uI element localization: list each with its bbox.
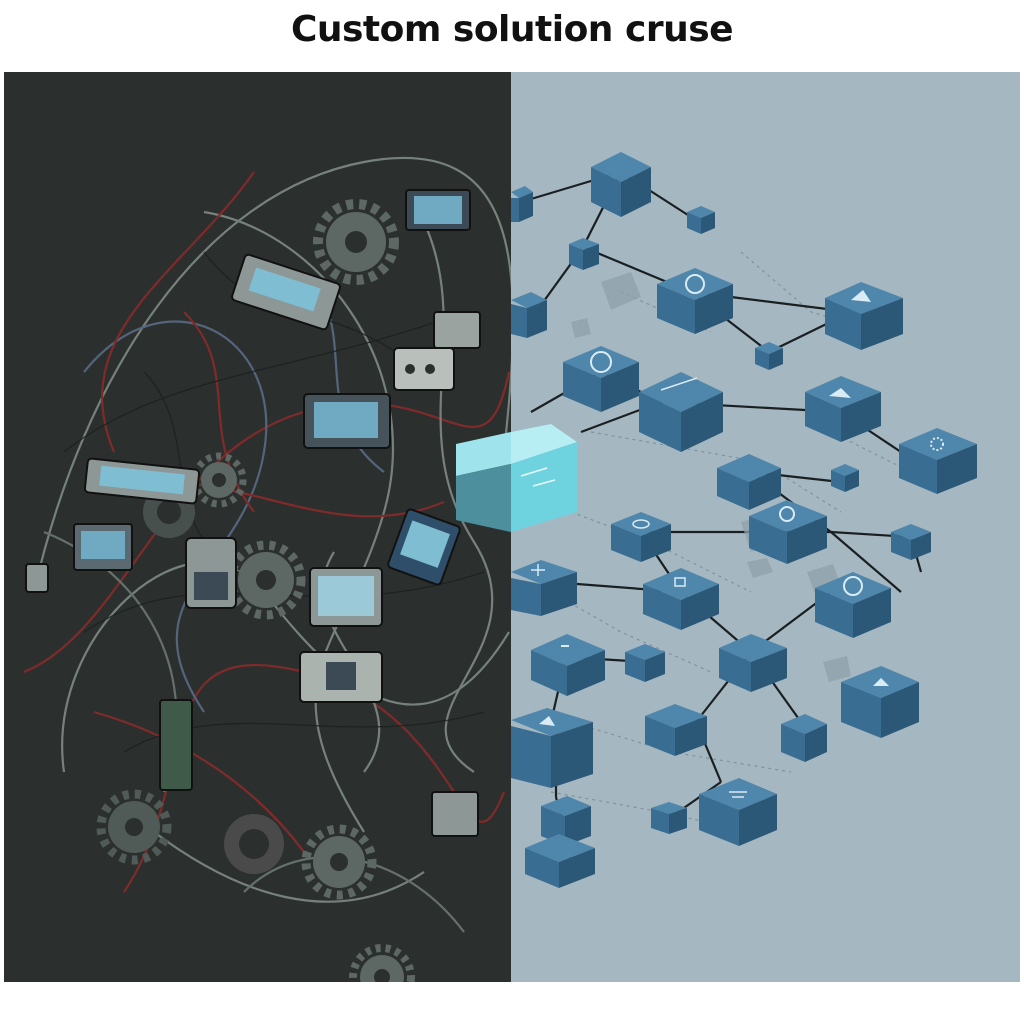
gear-icon	[313, 199, 399, 285]
gear-icon	[96, 789, 172, 865]
glowing-cube-right-half	[511, 424, 577, 532]
network-cube	[891, 524, 931, 560]
cable	[203, 210, 395, 833]
device-icon	[393, 347, 455, 391]
network-cube	[645, 704, 707, 756]
device-icon	[83, 457, 201, 505]
network-cube	[511, 560, 577, 616]
gear-icon	[224, 814, 284, 874]
gear-icon	[349, 944, 415, 982]
cube-network-illustration	[511, 72, 1020, 982]
cable	[153, 831, 425, 903]
network-cube	[755, 342, 783, 370]
network-cube	[657, 268, 733, 334]
network-cube	[643, 568, 719, 630]
cable	[83, 320, 268, 713]
cable	[32, 156, 511, 593]
device-icon	[299, 651, 383, 703]
illustration	[4, 72, 1020, 982]
device-icon	[159, 699, 193, 791]
gear-icon	[301, 824, 377, 900]
network-cube	[611, 512, 671, 562]
network-cube	[815, 572, 891, 638]
network-cube	[563, 346, 639, 412]
network-cube	[719, 634, 787, 692]
device-icon	[309, 567, 383, 627]
device-icon	[431, 791, 479, 837]
network-cube	[651, 802, 687, 834]
network-cube	[841, 666, 919, 738]
network-cube	[511, 186, 533, 222]
device-icon	[433, 311, 481, 349]
network-cube	[831, 464, 859, 492]
glowing-cube-left-half	[456, 432, 511, 532]
network-cube	[569, 238, 599, 270]
cable	[101, 171, 255, 453]
network-cube	[511, 292, 547, 338]
device-icon	[303, 393, 391, 449]
network-cube	[805, 376, 881, 442]
chaos-panel	[4, 72, 511, 982]
network-cube	[825, 282, 903, 350]
network-panel	[511, 72, 1020, 982]
cable	[93, 710, 305, 853]
network-cube	[687, 206, 715, 234]
network-cube	[717, 454, 781, 510]
network-cube	[781, 714, 827, 762]
device-icon	[73, 523, 133, 571]
network-cube	[625, 644, 665, 682]
network-cube	[899, 428, 977, 494]
network-cube	[639, 372, 723, 452]
device-icon	[231, 253, 341, 331]
device-icon	[387, 508, 461, 586]
network-cube	[591, 152, 651, 217]
tangled-machinery-illustration	[4, 72, 511, 982]
network-cube	[531, 634, 605, 696]
device-icon	[185, 537, 237, 609]
network-cube	[511, 708, 593, 788]
device-icon	[405, 189, 471, 231]
network-cube	[699, 778, 777, 846]
network-cube	[749, 500, 827, 564]
device-icon	[25, 563, 49, 593]
network-cube	[525, 834, 595, 888]
page-title: Custom solution cruse	[290, 9, 734, 50]
